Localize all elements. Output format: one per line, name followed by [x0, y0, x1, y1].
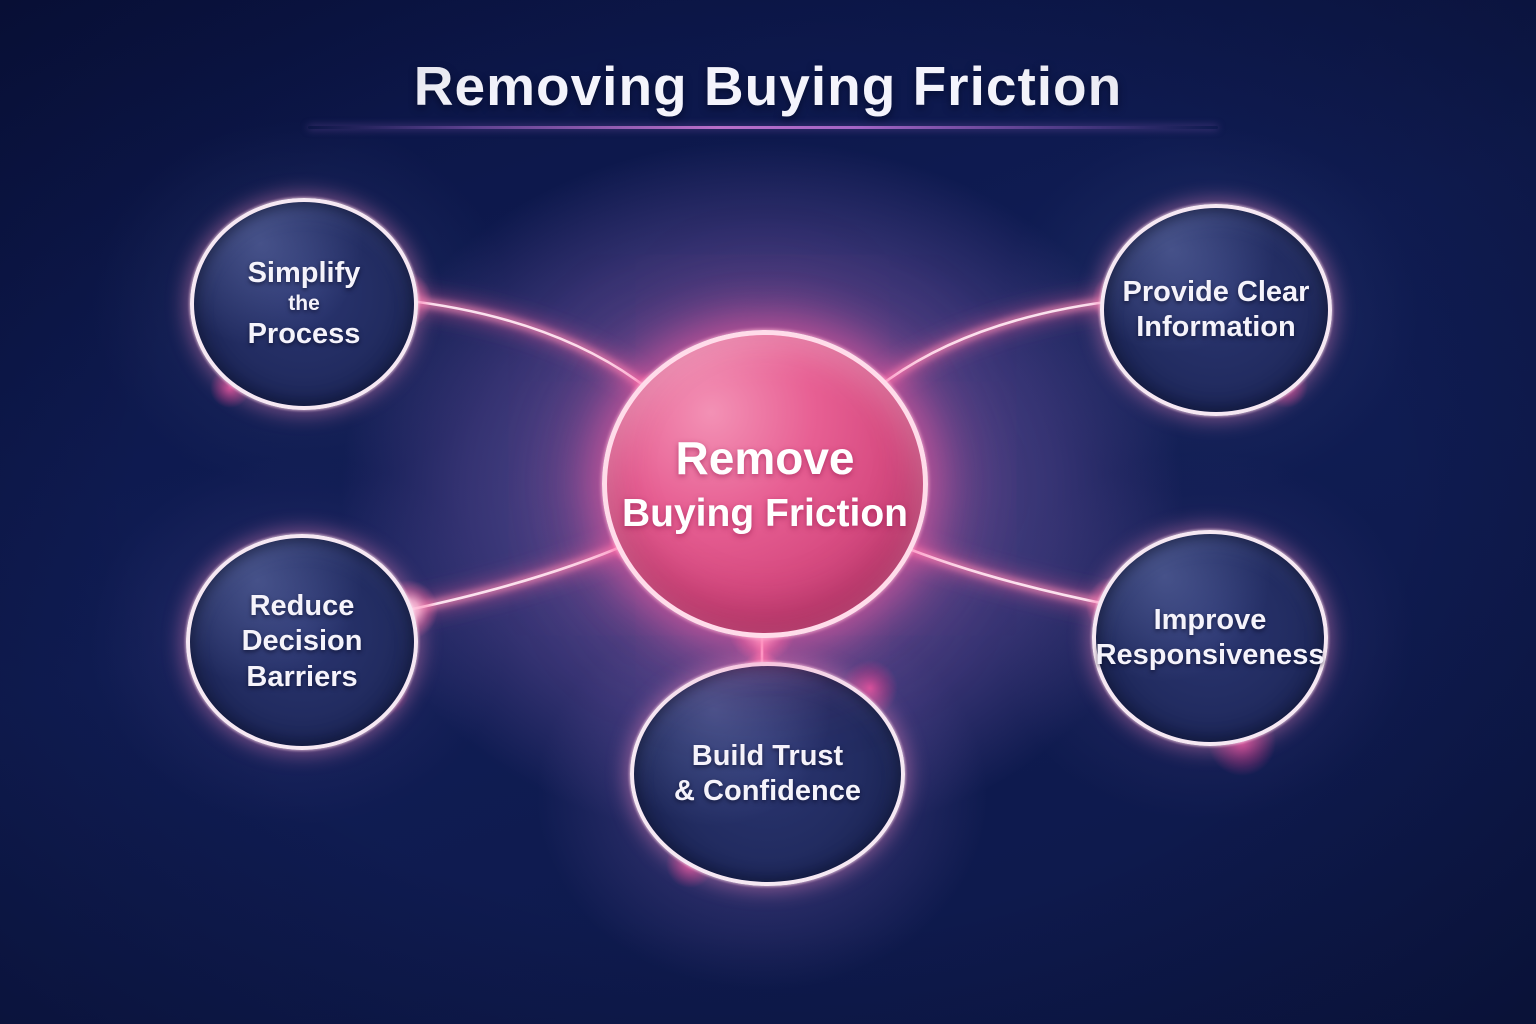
node-improve-responsiveness: Improve Responsiveness — [1092, 530, 1328, 746]
node-label-line: Provide Clear — [1122, 275, 1310, 308]
page-title: Removing Buying Friction — [413, 55, 1123, 117]
center-node-label-line: Remove — [675, 432, 855, 485]
node-label-line: Information — [1136, 311, 1296, 343]
node-label-line: & Confidence — [674, 775, 861, 807]
node-label-line: Improve — [1153, 603, 1267, 636]
center-node-label-line: Buying Friction — [622, 492, 908, 536]
title-underline — [308, 126, 1218, 129]
node-label-line: Build Trust — [691, 739, 844, 772]
node-simplify-the-process: Simplify the Process — [190, 198, 418, 410]
node-label-line: the — [288, 292, 320, 316]
node-remove-buying-friction: Remove Buying Friction — [602, 330, 928, 638]
node-label-line: Barriers — [246, 660, 358, 693]
node-label-line: Decision — [241, 625, 363, 658]
node-label-line: Process — [247, 317, 361, 350]
node-provide-clear-information: Provide Clear Information — [1100, 204, 1332, 416]
node-label-line: Simplify — [247, 256, 361, 289]
node-reduce-decision-barriers: Reduce Decision Barriers — [186, 534, 418, 750]
node-label-line: Reduce — [249, 589, 355, 622]
node-build-trust-confidence: Build Trust & Confidence — [630, 662, 905, 886]
node-label-line: Responsiveness — [1095, 639, 1325, 671]
